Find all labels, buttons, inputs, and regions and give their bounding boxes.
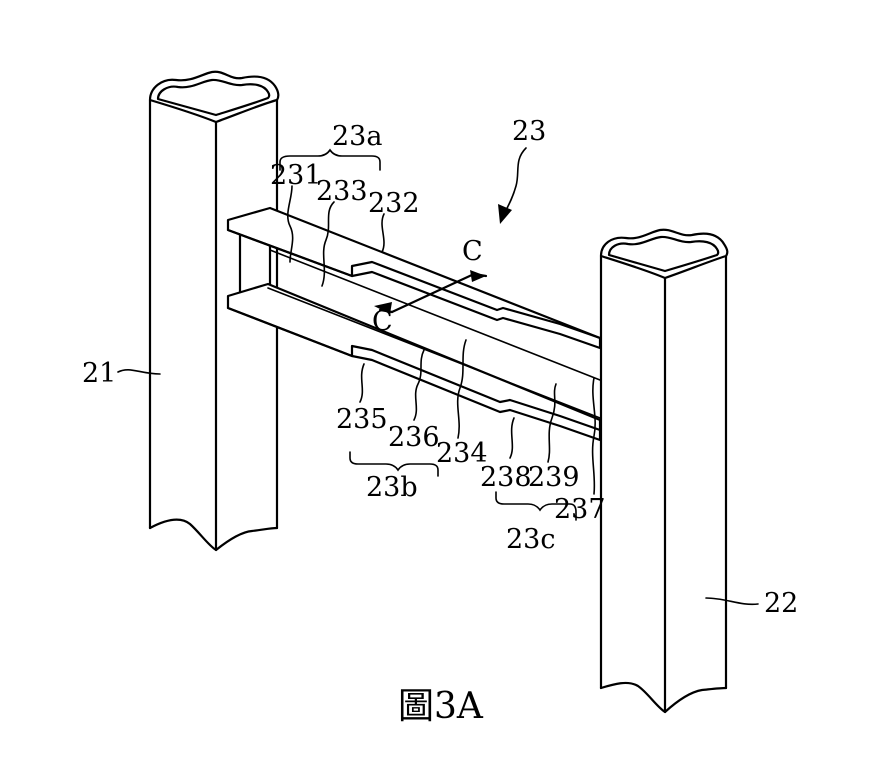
braces bbox=[279, 148, 577, 521]
labels: 23 23a 231 233 232 C C 21 235 236 234 23… bbox=[82, 116, 798, 727]
label-22: 22 bbox=[764, 588, 798, 619]
label-23b: 23b bbox=[366, 472, 418, 503]
label-239: 239 bbox=[528, 462, 580, 493]
label-231: 231 bbox=[270, 160, 322, 191]
section-line bbox=[374, 270, 488, 314]
label-23a: 23a bbox=[332, 121, 382, 152]
label-235: 235 bbox=[336, 404, 388, 435]
label-233: 233 bbox=[316, 176, 368, 207]
label-234: 234 bbox=[436, 438, 488, 469]
label-236: 236 bbox=[388, 422, 440, 453]
figure-caption: 圖3A bbox=[398, 686, 484, 727]
label-237: 237 bbox=[554, 494, 606, 525]
post-right bbox=[599, 228, 729, 714]
leader-lines bbox=[117, 147, 759, 606]
beam-assembly bbox=[226, 206, 602, 442]
label-21: 21 bbox=[82, 358, 116, 389]
label-238: 238 bbox=[480, 462, 532, 493]
label-232: 232 bbox=[368, 188, 420, 219]
label-section-c-bottom: C bbox=[372, 306, 393, 337]
label-23: 23 bbox=[512, 116, 546, 147]
label-23c: 23c bbox=[506, 524, 555, 555]
label-section-c-top: C bbox=[462, 236, 483, 267]
